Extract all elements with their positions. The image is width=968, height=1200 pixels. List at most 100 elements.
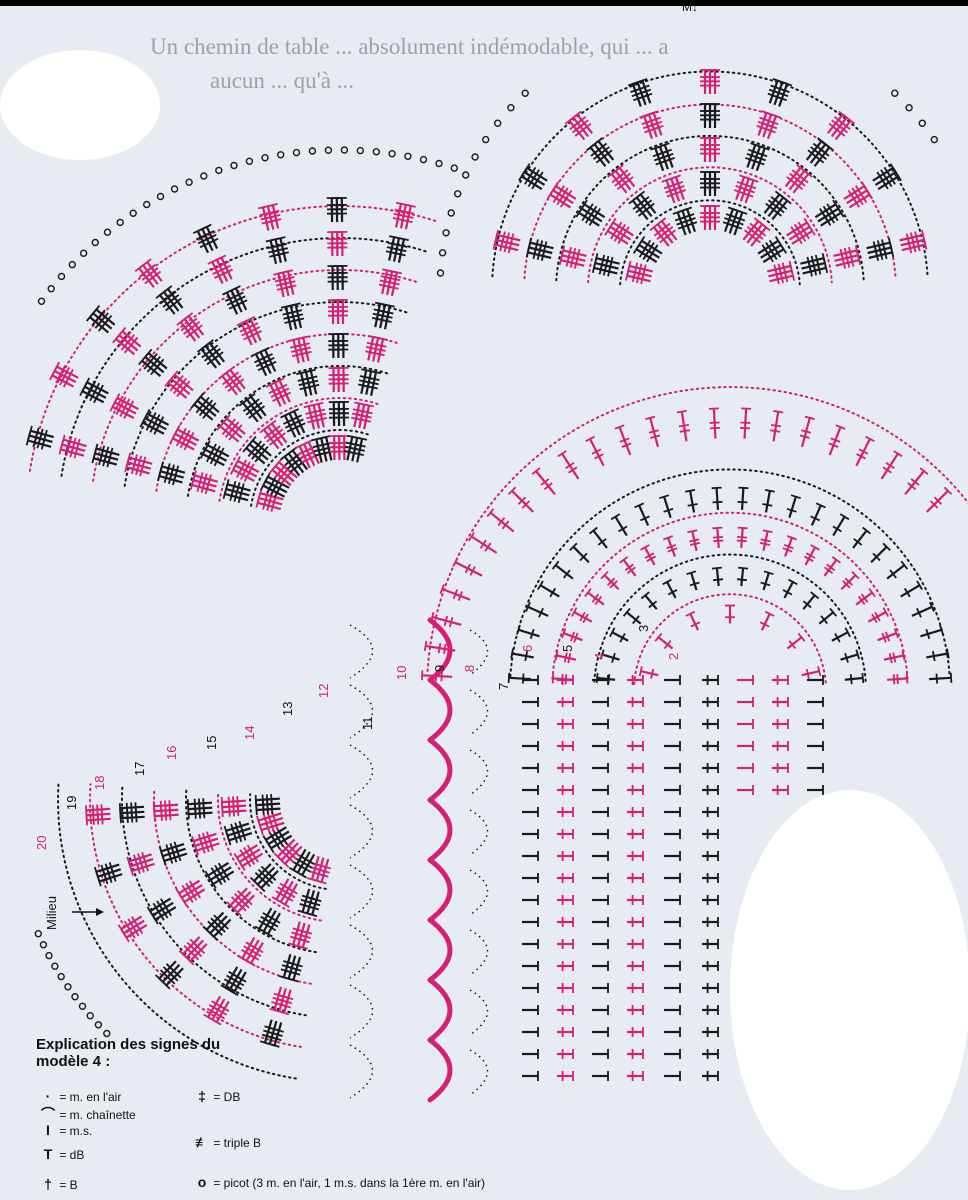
milieu-arrow: [72, 908, 104, 916]
stitch-mark: [627, 829, 643, 839]
stitch-mark: [627, 697, 643, 707]
stitch-mark: [882, 451, 903, 479]
picot-mark: [87, 1013, 93, 1019]
stitch-mark: [772, 675, 788, 685]
stitch-mark: [627, 873, 643, 883]
stitch-mark: [592, 1005, 608, 1015]
round-number: 19: [64, 796, 79, 810]
stitch-mark: [664, 1049, 680, 1059]
stitch-mark: [783, 580, 797, 598]
stitch-mark: [868, 608, 888, 623]
stitch-mark: [712, 568, 723, 586]
stitch-mark: [557, 763, 573, 773]
stitch-mark: [557, 873, 573, 883]
stitch-mark: [664, 873, 680, 883]
legend-text: = B: [59, 1178, 77, 1192]
legend-item-picot: o = picot (3 m. en l'air, 1 m.s. dans la…: [194, 1174, 485, 1190]
stitch-mark: [762, 490, 774, 513]
stitch-mark: [664, 719, 680, 729]
round-number: 6: [520, 645, 535, 652]
stitch-mark: [522, 697, 538, 707]
picot-mark: [919, 120, 925, 126]
stitch-mark: [522, 983, 538, 993]
stitch-mark: [592, 829, 608, 839]
legend: Explication des signes du modèle 4 : · =…: [36, 1036, 596, 1070]
stitch-mark: [651, 147, 666, 171]
picot-mark: [373, 149, 379, 155]
stitch-mark: [615, 425, 631, 455]
stitch-mark: [522, 851, 538, 861]
picot-mark: [92, 240, 98, 246]
stitch-mark: [664, 829, 680, 839]
stitch-mark: [841, 572, 859, 590]
legend-item-single-crochet: I = m.s.: [40, 1122, 92, 1138]
round-number: 11: [360, 717, 375, 731]
stitch-mark: [686, 612, 700, 630]
stitch-mark: [592, 741, 608, 751]
picot-mark: [186, 179, 192, 185]
chain-arc: [350, 925, 373, 978]
stitch-mark: [557, 807, 573, 817]
stitch-mark: [592, 939, 608, 949]
stitch-mark: [804, 545, 819, 565]
stitch-mark: [557, 895, 573, 905]
milieu-label: Milieu: [44, 896, 59, 930]
picot-mark: [130, 210, 136, 216]
triple-bar-symbol-icon: ≢: [194, 1134, 210, 1150]
stitch-mark: [115, 394, 139, 410]
stitch-mark: [927, 487, 952, 512]
stitch-mark: [685, 490, 697, 513]
stitch-mark: [553, 673, 573, 684]
stitch-mark: [522, 785, 538, 795]
round-number: 18: [92, 776, 107, 790]
stitch-mark: [557, 741, 573, 751]
stitch-mark: [887, 561, 907, 578]
picot-mark: [294, 150, 300, 156]
stitch-mark: [920, 625, 943, 639]
picot-mark: [172, 186, 178, 192]
stitch-mark: [522, 917, 538, 927]
stitch-mark: [710, 172, 720, 196]
picot-mark: [278, 152, 284, 158]
chain-arc: [350, 625, 373, 678]
stitch-mark: [737, 719, 753, 729]
stitch-mark: [204, 996, 221, 1019]
picot-mark: [201, 173, 207, 179]
stitch-mark: [901, 581, 922, 597]
legend-item-double: † = B: [40, 1176, 78, 1192]
stitch-mark: [856, 437, 874, 466]
stitch-mark: [772, 719, 788, 729]
round-number: 5: [560, 645, 575, 652]
stitch-mark: [627, 983, 643, 993]
stitch-mark: [887, 673, 907, 684]
legend-item-chain-stitch: · = m. en l'air: [40, 1088, 121, 1104]
fan-arc: [430, 860, 450, 920]
stitch-mark: [228, 831, 252, 845]
stitch-mark: [238, 938, 255, 961]
stitch-mark: [787, 633, 804, 648]
legend-text: = m.s.: [59, 1124, 92, 1138]
stitch-mark: [710, 206, 720, 230]
stitch-mark: [878, 629, 899, 643]
stitch-mark: [627, 1005, 643, 1015]
stitch-mark: [912, 602, 934, 617]
picot-mark: [39, 298, 45, 304]
stitch-mark: [487, 509, 513, 532]
stitch-mark: [337, 198, 347, 222]
picot-mark: [52, 963, 58, 969]
stitch-mark: [664, 1071, 680, 1081]
stitch-mark: [557, 917, 573, 927]
picot-mark: [35, 931, 41, 937]
stitch-mark: [338, 300, 348, 324]
picot-mark: [81, 250, 87, 256]
stitch-mark: [585, 589, 604, 605]
legend-text: = m. chaînette: [59, 1108, 135, 1122]
stitch-mark: [586, 437, 604, 466]
stitch-mark: [710, 138, 720, 162]
stitch-mark: [592, 1071, 608, 1081]
stitch-mark: [627, 785, 643, 795]
bar-symbol-icon: I: [40, 1122, 56, 1138]
stitch-mark: [664, 917, 680, 927]
stitch-mark: [702, 719, 718, 729]
